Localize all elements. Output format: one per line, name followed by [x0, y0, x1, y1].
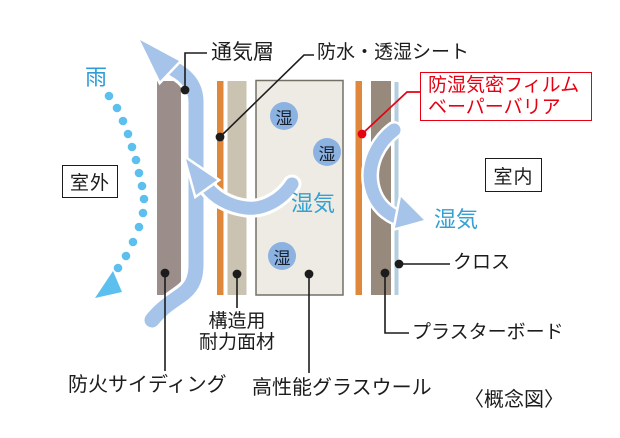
fireproof-siding-label: 防火サイディング	[68, 374, 227, 396]
rain-label: 雨	[85, 65, 108, 90]
moisture-text-wall: 湿気	[291, 191, 336, 216]
indoor-label: 室内	[493, 166, 534, 188]
leader-ventilation	[184, 52, 207, 90]
blocked-arrowhead-icon	[391, 191, 429, 232]
structural-panel-layer	[227, 81, 247, 295]
leader-plasterboard	[384, 273, 409, 334]
waterproof-sheet-label: 防水・透湿シート	[317, 42, 470, 63]
indoor-label-box: 室内	[485, 158, 542, 192]
moisture-char: 湿	[275, 108, 293, 128]
leader-dots	[160, 85, 404, 279]
ventilation-layer-label: 通気層	[211, 41, 274, 64]
structural-panel-label-line2: 耐力面材	[198, 332, 275, 353]
structural-panel-label-line1: 構造用	[208, 311, 266, 332]
leader-waterproof-sheet	[219, 54, 314, 138]
moisture-escape-arrow	[181, 153, 302, 218]
cloth-layer	[394, 82, 399, 295]
rain-dotted-arrow	[95, 91, 149, 298]
caption-label: 〈概念図〉	[464, 389, 564, 411]
outdoor-label-box: 室外	[62, 165, 118, 198]
escape-arrowhead-icon	[181, 153, 222, 200]
glass-wool-label: 高性能グラスウール	[252, 377, 432, 399]
rain-arrowhead-icon	[95, 271, 122, 298]
fireproof-siding-layer	[157, 81, 181, 295]
outdoor-label: 室外	[69, 173, 110, 194]
moisture-circle: 湿	[313, 138, 341, 166]
vapor-barrier-label-line1: 防湿気密フィルム	[428, 75, 580, 96]
vapor-barrier-callout: 防湿気密フィルム ベーパーバリア	[420, 72, 592, 121]
vapor-barrier-layer	[355, 81, 362, 295]
cloth-label: クロス	[453, 252, 511, 273]
up-arrowhead-icon	[134, 34, 184, 86]
airflow-up-arrow	[134, 34, 207, 331]
moisture-blocked-arrow	[361, 121, 429, 232]
moisture-char: 湿	[273, 248, 291, 268]
structural-panel-label: 構造用 耐力面材	[193, 311, 281, 353]
moisture-circle: 湿	[270, 102, 298, 130]
leader-lines	[164, 52, 450, 373]
vapor-barrier-label-line2: ベーパーバリア	[428, 97, 561, 118]
moisture-text-indoor: 湿気	[434, 207, 479, 232]
plasterboard-label: プラスターボード	[412, 322, 564, 343]
moisture-circle: 湿	[268, 242, 296, 270]
moisture-char: 湿	[318, 144, 336, 164]
vapor-barrier-leader	[357, 91, 420, 139]
